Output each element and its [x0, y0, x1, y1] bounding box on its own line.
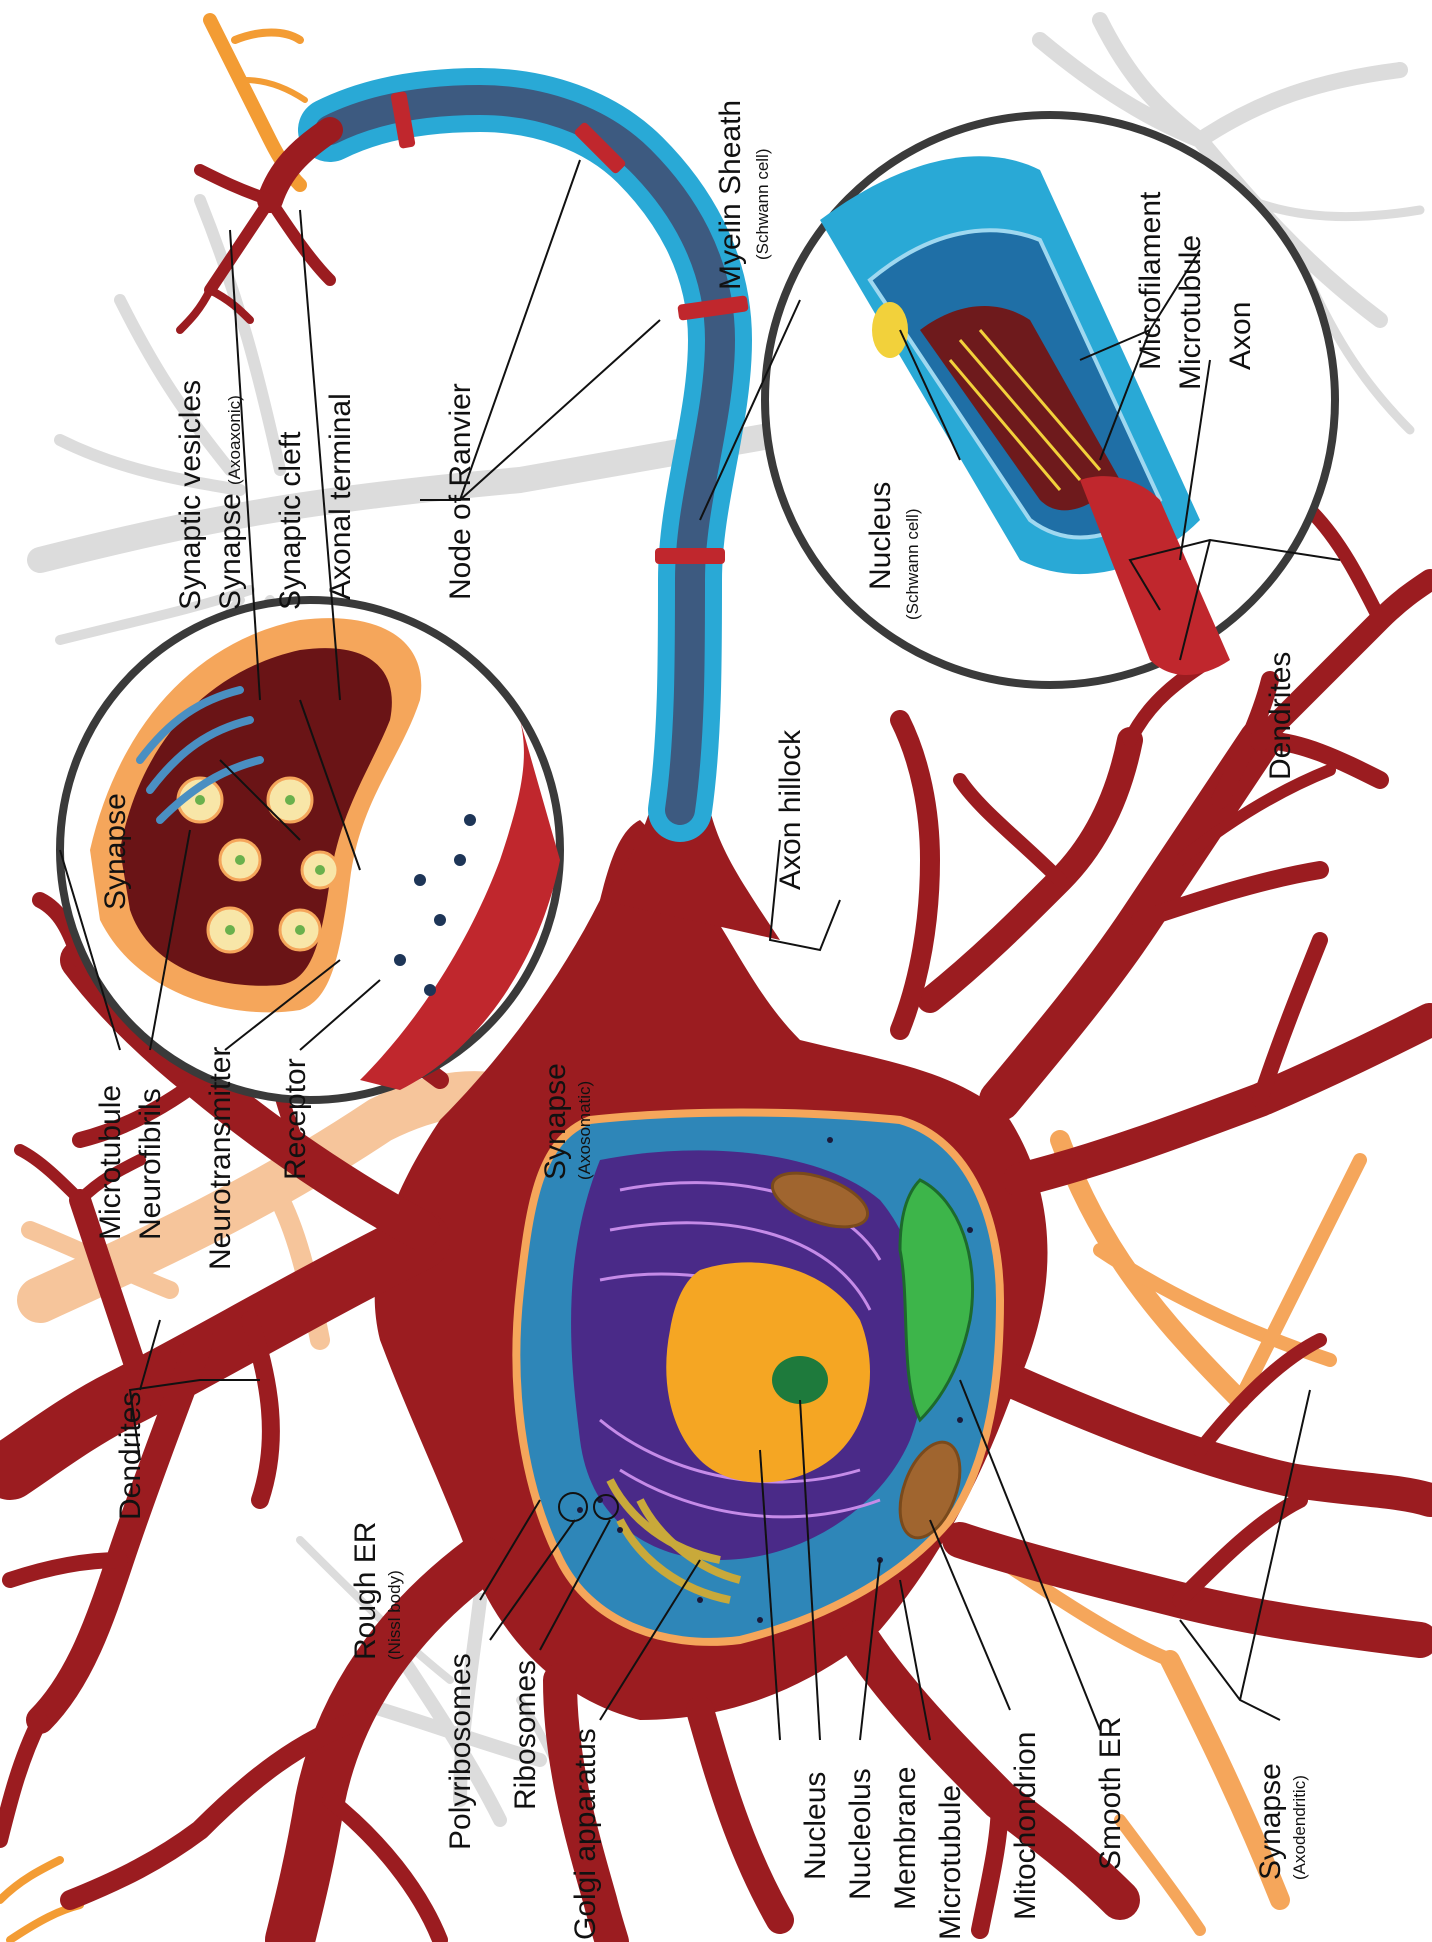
label-ribosomes: Ribosomes: [509, 1660, 542, 1810]
label-neurotransmitter: Neurotransmitter: [204, 1047, 237, 1270]
label-synapse-axoaxonic-sub: (Axoaxonic): [225, 395, 244, 485]
label-golgi-apparatus: Golgi apparatus: [569, 1728, 602, 1940]
label-microtubule-cell: Microtubule: [934, 1785, 967, 1940]
label-membrane: Membrane: [889, 1767, 922, 1910]
label-synapse-axodendritic: Synapse: [1254, 1763, 1287, 1880]
label-microtubule-axon: Microtubule: [1174, 235, 1207, 390]
label-microtubule-synapse: Microtubule: [94, 1085, 127, 1240]
label-axon: Axon: [1224, 302, 1257, 370]
label-synapse-axosomatic: Synapse: [539, 1063, 572, 1180]
label-synapse-zoom: Synapse: [99, 793, 132, 910]
axon-zoom: [765, 115, 1335, 685]
label-nucleus-schwann: Nucleus: [864, 482, 897, 590]
label-node-of-ranvier: Node of Ranvier: [444, 383, 477, 600]
label-nucleus: Nucleus: [799, 1772, 832, 1880]
synapse-zoom: [60, 600, 560, 1100]
label-receptor: Receptor: [279, 1058, 312, 1180]
label-axon-hillock: Axon hillock: [774, 729, 807, 890]
label-nucleus-schwann-sub: (Schwann cell): [903, 509, 922, 621]
label-microfilament: Microfilament: [1134, 191, 1167, 370]
label-polyribosomes: Polyribosomes: [444, 1653, 477, 1850]
label-synapse-axodendritic-sub: (Axodendritic): [1290, 1775, 1309, 1880]
label-nucleolus: Nucleolus: [844, 1768, 877, 1900]
label-synaptic-cleft: Synaptic cleft: [274, 431, 307, 610]
label-dendrites-right: Dendrites: [1264, 652, 1297, 780]
label-dendrites-left: Dendrites: [114, 1392, 147, 1520]
label-synapse-axoaxonic: Synapse: [214, 493, 247, 610]
label-synapse-axosomatic-sub: (Axosomatic): [575, 1081, 594, 1180]
label-rough-er: Rough ER: [349, 1522, 382, 1660]
label-synaptic-vesicles: Synaptic vesicles: [174, 380, 207, 610]
label-myelin-sheath-sub: (Schwann cell): [753, 149, 772, 261]
label-rough-er-sub: (Nissl body): [385, 1570, 404, 1660]
nucleolus-shape: [772, 1356, 828, 1404]
label-myelin-sheath: Myelin Sheath: [714, 100, 747, 290]
label-smooth-er: Smooth ER: [1094, 1717, 1127, 1870]
label-axonal-terminal: Axonal terminal: [324, 393, 357, 600]
label-mitochondrion: Mitochondrion: [1009, 1732, 1042, 1920]
label-neurofibrils: Neurofibrils: [134, 1088, 167, 1240]
nucleus-shape: [666, 1262, 870, 1482]
